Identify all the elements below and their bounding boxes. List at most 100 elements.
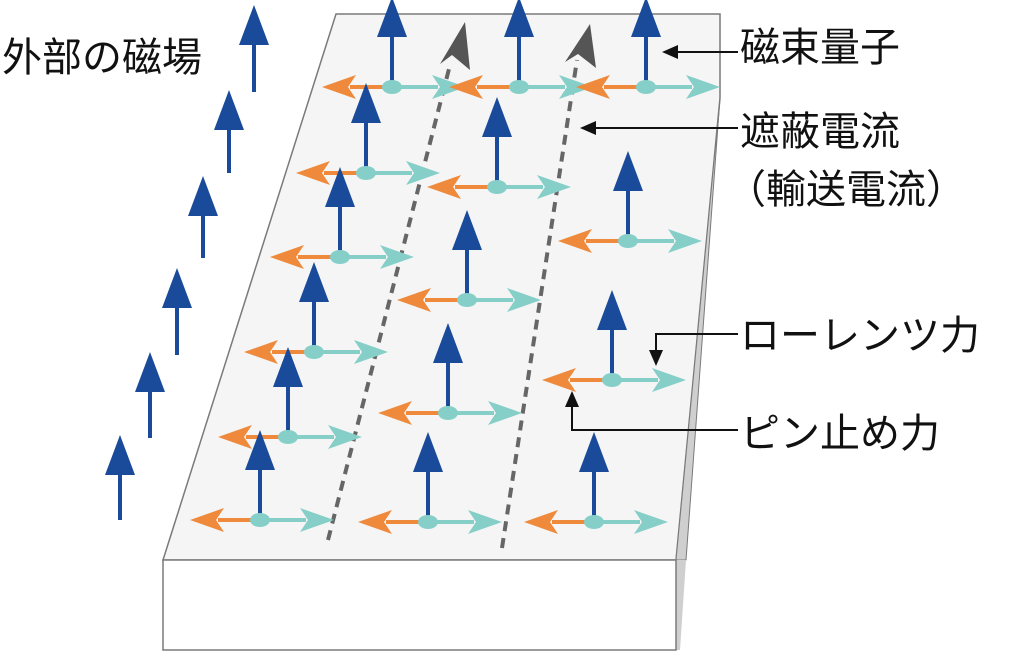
external-up-arrow-icon-2	[214, 90, 244, 173]
left-arrow-icon-2-head	[449, 75, 483, 99]
up-arrow-icon-vortex-10	[433, 323, 463, 413]
right-arrow-icon-9-head	[354, 340, 388, 364]
pinning-force-label: ピン止め力	[740, 411, 940, 457]
left-arrow-icon-9-head	[244, 340, 278, 364]
external-up-arrow-icon-5	[135, 352, 165, 438]
lorentz-force-pointer-head	[649, 350, 663, 366]
vortex-core-15	[584, 515, 604, 529]
up-arrow-icon-vortex-9-head	[299, 262, 329, 302]
left-arrow-icon-5-head	[427, 175, 461, 199]
vortex-core-4	[356, 166, 376, 180]
left-arrow-icon-4-head	[296, 161, 330, 185]
up-arrow-icon-vortex-11-head	[597, 290, 627, 330]
vortex-core-10	[438, 406, 458, 420]
right-arrow-icon-11-head	[652, 368, 686, 392]
vortex-core-2	[509, 80, 529, 94]
up-arrow-icon-vortex-15-head	[579, 432, 609, 472]
external-up-arrow-icon-2-head	[214, 90, 244, 130]
external-up-arrow-icon-1	[239, 5, 269, 92]
up-arrow-icon-vortex-7	[452, 210, 482, 300]
plate-front-face	[162, 559, 677, 651]
right-arrow-icon-3-head	[686, 75, 720, 99]
left-arrow-icon-13-head	[190, 508, 224, 532]
right-arrow-icon-13-head	[300, 508, 334, 532]
vortex-core-7	[457, 293, 477, 307]
shielding-current-pointer-head	[580, 121, 596, 135]
external-up-arrow-icon-3-head	[188, 176, 218, 216]
up-arrow-icon-vortex-5-head	[482, 97, 512, 137]
right-arrow-icon-5-head	[537, 175, 571, 199]
vortex-core-9	[304, 345, 324, 359]
current-direction-arrowhead-icon-2	[565, 24, 596, 68]
external-up-arrow-icon-4-head	[162, 268, 192, 308]
lorentz-force-pointer-line	[655, 333, 738, 352]
left-arrow-icon-7-head	[397, 288, 431, 312]
right-arrow-icon-10-head	[488, 401, 522, 425]
vortex-core-14	[418, 515, 438, 529]
up-arrow-icon-vortex-7-head	[452, 210, 482, 250]
left-arrow-icon-8-head	[558, 229, 592, 253]
external-up-arrow-icon-5-head	[135, 352, 165, 392]
right-arrow-icon-14-head	[468, 510, 502, 534]
right-arrow-icon-7-head	[507, 288, 541, 312]
vortex-core-5	[487, 180, 507, 194]
vortex-core-8	[618, 234, 638, 248]
external-up-arrow-icon-6	[105, 435, 135, 520]
up-arrow-icon-vortex-13	[245, 430, 275, 520]
right-arrow-icon-4-head	[406, 161, 440, 185]
left-arrow-icon-14-head	[358, 510, 392, 534]
right-arrow-icon-15-head	[634, 510, 668, 534]
up-arrow-icon-vortex-10-head	[433, 323, 463, 363]
lorentz-force-label: ローレンツ力	[740, 313, 980, 359]
vortex-core-11	[602, 373, 622, 387]
vortex-core-3	[636, 80, 656, 94]
up-arrow-icon-vortex-5	[482, 97, 512, 187]
up-arrow-icon-vortex-2-head	[504, 0, 534, 37]
up-arrow-icon-vortex-12	[273, 347, 303, 437]
plate-edge-shade	[676, 560, 686, 650]
vortex-core-13	[250, 513, 270, 527]
up-arrow-icon-vortex-14	[413, 432, 443, 522]
plate-top-face	[161, 13, 721, 561]
pinning-force-pointer	[565, 391, 738, 431]
up-arrow-icon-vortex-6	[325, 167, 355, 257]
right-arrow-icon-12-head	[328, 425, 362, 449]
up-arrow-icon-vortex-8	[613, 151, 643, 241]
left-arrow-icon-6-head	[270, 245, 304, 269]
up-arrow-icon-vortex-13-head	[245, 430, 275, 470]
left-arrow-icon-15-head	[524, 510, 558, 534]
vortex-core-1	[382, 80, 402, 94]
flux-quantum-label: 磁束量子	[740, 25, 900, 71]
up-arrow-icon-vortex-8-head	[613, 151, 643, 191]
current-direction-arrowhead-icon-1	[440, 22, 470, 70]
lorentz-force-pointer	[649, 333, 738, 366]
shielding-current-label: 遮蔽電流	[740, 109, 900, 155]
left-arrow-icon-11-head	[542, 368, 576, 392]
shielding-current-pointer	[580, 121, 738, 135]
up-arrow-icon-vortex-4-head	[351, 83, 381, 123]
up-arrow-icon-vortex-15	[579, 432, 609, 522]
up-arrow-icon-vortex-12-head	[273, 347, 303, 387]
left-arrow-icon-1-head	[322, 75, 356, 99]
external-up-arrow-icon-6-head	[105, 435, 135, 475]
left-arrow-icon-12-head	[218, 425, 252, 449]
right-arrow-icon-6-head	[380, 245, 414, 269]
left-arrow-icon-3-head	[576, 75, 610, 99]
vortex-core-12	[278, 430, 298, 444]
up-arrow-icon-vortex-14-head	[413, 432, 443, 472]
up-arrow-icon-vortex-3-head	[631, 0, 661, 37]
flux-quantum-pointer-head	[662, 45, 678, 59]
up-arrow-icon-vortex-3	[631, 0, 661, 87]
up-arrow-icon-vortex-6-head	[325, 167, 355, 207]
up-arrow-icon-vortex-11	[597, 290, 627, 380]
up-arrow-icon-vortex-1	[377, 0, 407, 87]
external-up-arrow-icon-3	[188, 176, 218, 258]
flux-quantum-pointer	[662, 45, 738, 59]
up-arrow-icon-vortex-4	[351, 83, 381, 173]
up-arrow-icon-vortex-2	[504, 0, 534, 87]
pinning-force-pointer-line	[571, 406, 738, 431]
up-arrow-icon-vortex-1-head	[377, 0, 407, 37]
external-up-arrow-icon-1-head	[239, 5, 269, 45]
